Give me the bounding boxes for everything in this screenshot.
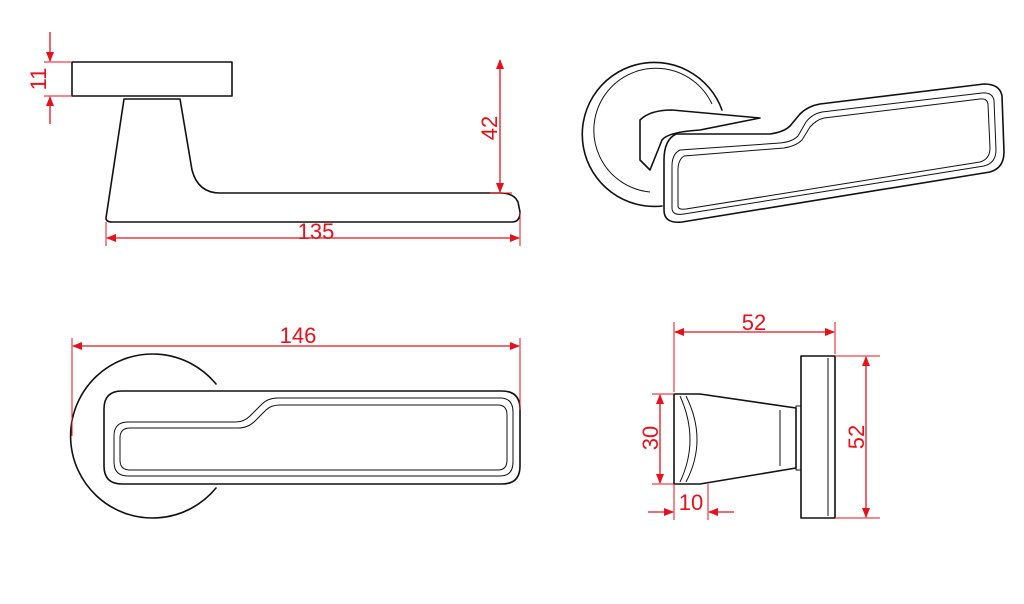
side-view bbox=[71, 61, 521, 223]
dim-label-146: 146 bbox=[280, 323, 317, 348]
dim-side-length: 135 bbox=[105, 212, 521, 246]
perspective-view bbox=[581, 61, 1005, 224]
end-grip bbox=[673, 393, 797, 485]
perspective-rose bbox=[581, 61, 723, 208]
dim-label-52-width: 52 bbox=[742, 310, 766, 335]
dim-label-30: 30 bbox=[638, 426, 663, 450]
top-lever-outer bbox=[103, 390, 521, 485]
side-rose-plate bbox=[71, 61, 233, 97]
top-view bbox=[69, 353, 521, 519]
side-lever-body bbox=[105, 98, 521, 223]
dim-top-length: 146 bbox=[71, 323, 521, 436]
perspective-lever-inlay bbox=[671, 92, 997, 215]
dim-rose-thickness: 11 bbox=[26, 32, 72, 124]
dim-label-42: 42 bbox=[477, 116, 502, 140]
dim-grip-offset: 10 bbox=[648, 484, 734, 520]
dim-grip-thickness: 30 bbox=[638, 393, 674, 485]
dim-label-135: 135 bbox=[298, 219, 335, 244]
dim-lever-height: 42 bbox=[477, 59, 512, 194]
end-rose-plate bbox=[800, 355, 836, 519]
dim-label-10: 10 bbox=[679, 490, 703, 515]
dim-rose-width: 52 bbox=[673, 310, 836, 392]
perspective-lever-outer bbox=[663, 83, 1005, 224]
dim-label-52-height: 52 bbox=[844, 425, 869, 449]
perspective-neck bbox=[639, 109, 761, 171]
top-rose bbox=[69, 353, 217, 519]
dim-rose-diameter: 52 bbox=[835, 355, 880, 519]
top-lever-inlay bbox=[113, 397, 514, 477]
dim-label-11: 11 bbox=[26, 68, 51, 91]
